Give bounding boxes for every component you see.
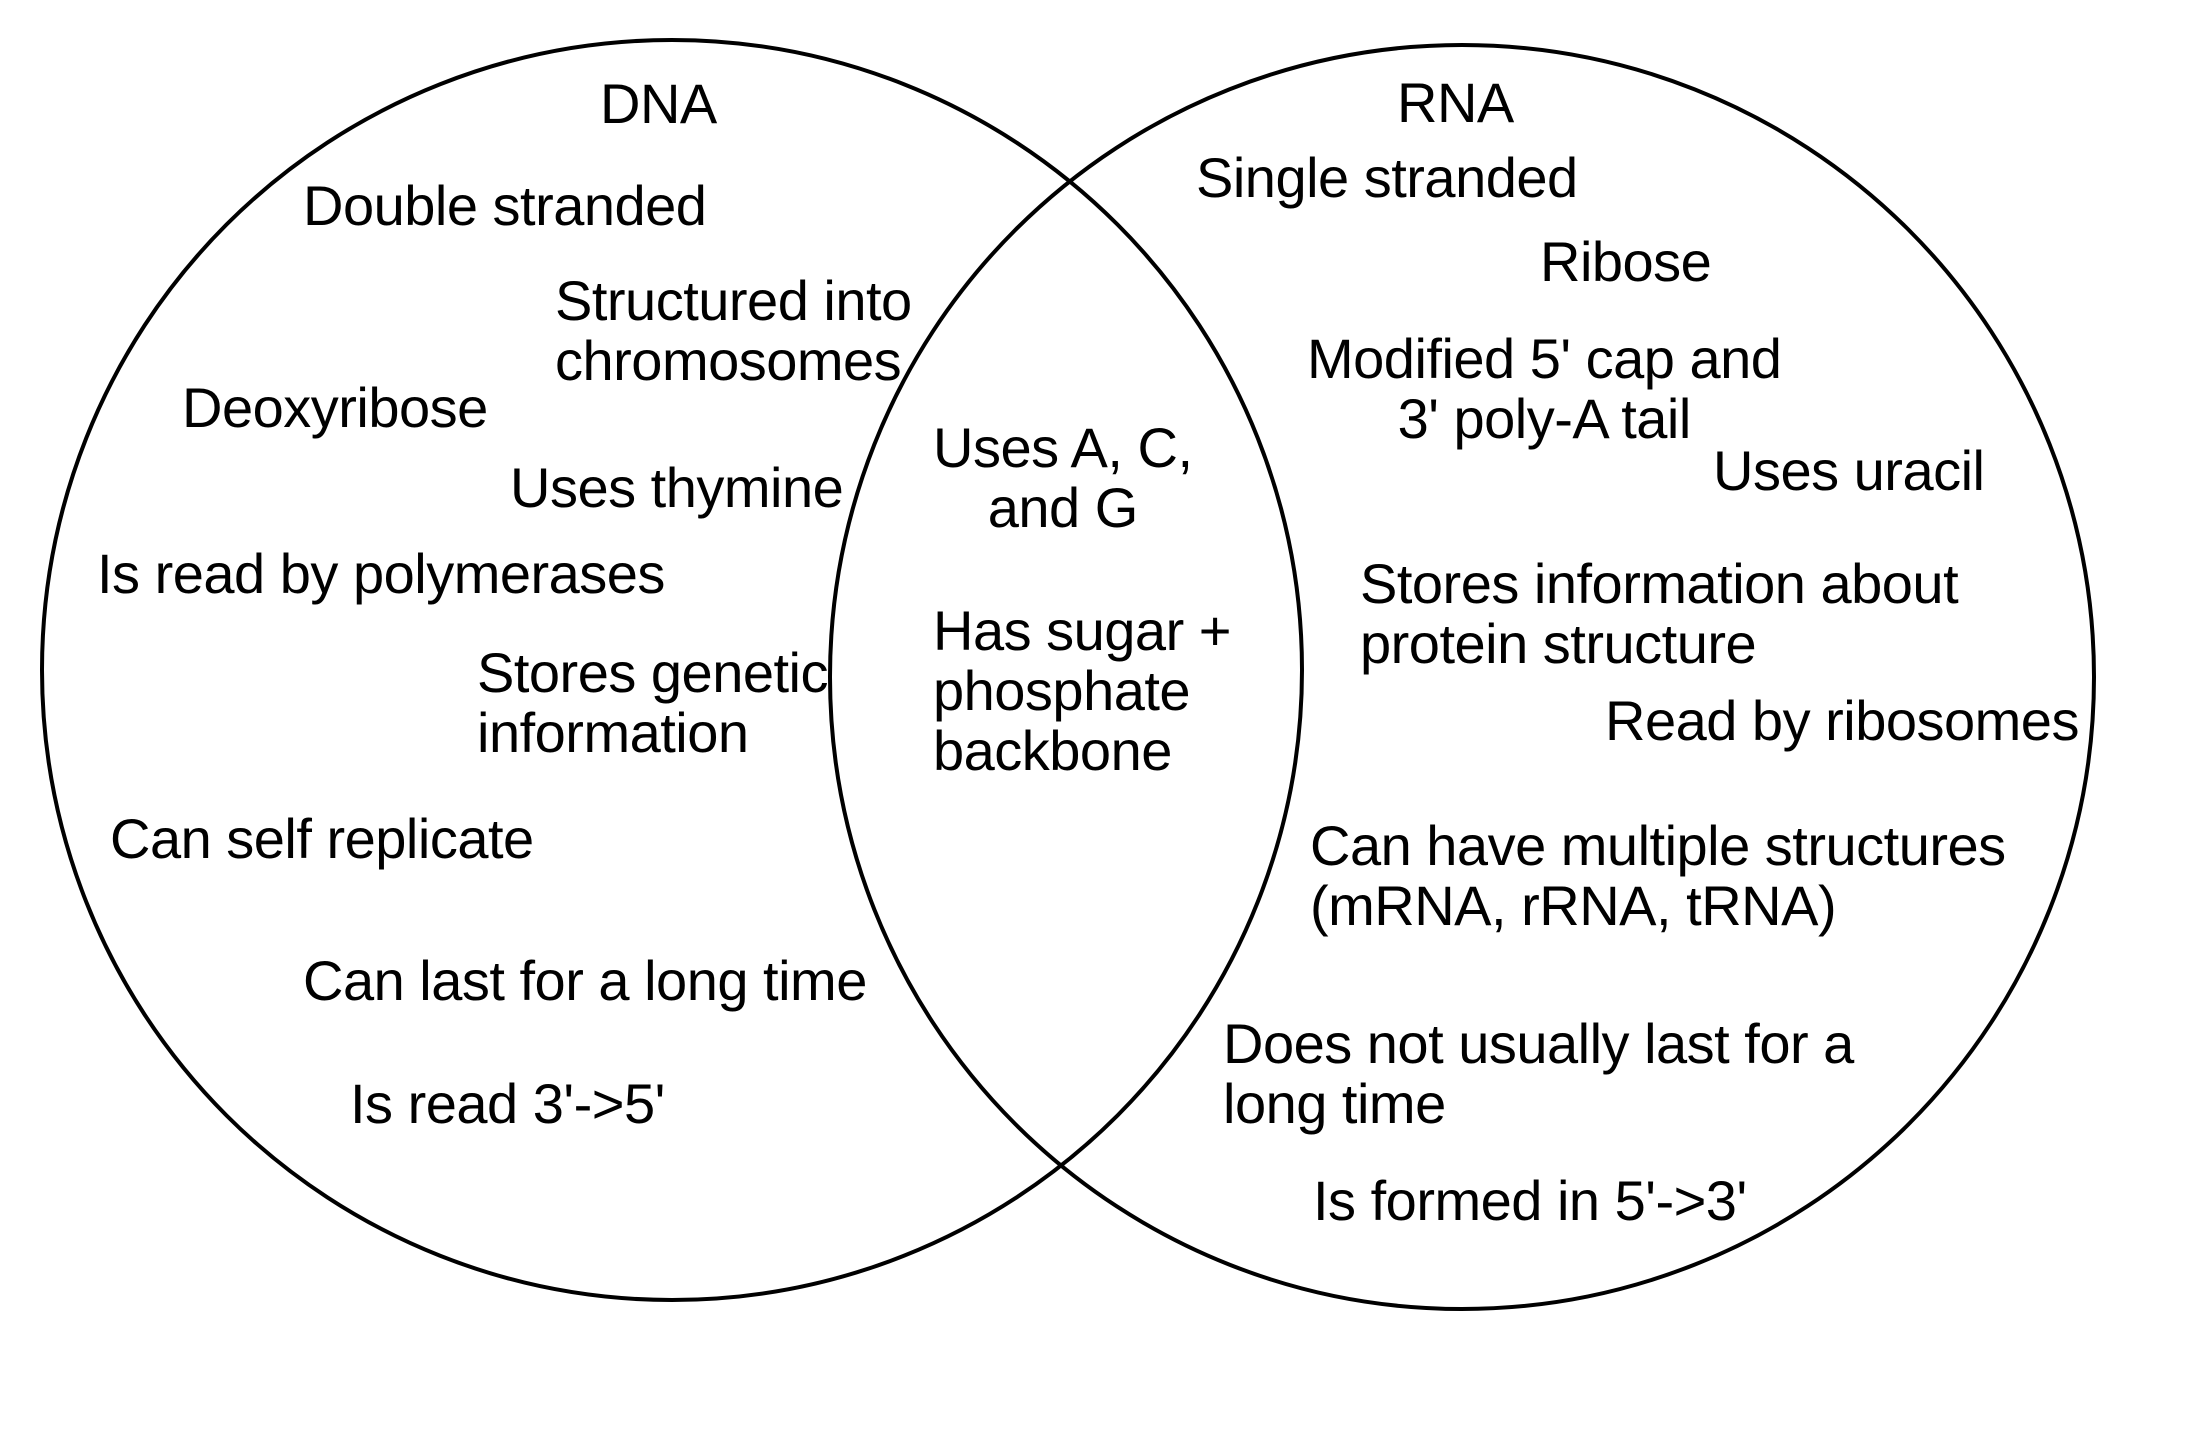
dna-item-can-self-replicate: Can self replicate (110, 807, 534, 870)
rna-item-does-not-last-long: Does not usually last for a long time (1223, 1012, 1854, 1135)
shared-item-sugar-phosphate-backbone: Has sugar + phosphate backbone (933, 599, 1232, 782)
dna-item-can-last-long-time: Can last for a long time (303, 949, 867, 1012)
rna-item-multiple-structures: Can have multiple structures (mRNA, rRNA… (1310, 814, 2006, 937)
dna-item-structured-into-chromosomes: Structured into chromosomes (555, 269, 912, 392)
rna-item-stores-protein-structure-info: Stores information about protein structu… (1360, 552, 1959, 675)
dna-title: DNA (600, 72, 717, 135)
dna-item-read-3-to-5: Is read 3'->5' (350, 1072, 665, 1135)
dna-item-double-stranded: Double stranded (303, 174, 707, 237)
shared-item-uses-a-c-g: Uses A, C, and G (933, 416, 1193, 539)
dna-item-read-by-polymerases: Is read by polymerases (97, 542, 665, 605)
rna-circle (828, 43, 2096, 1311)
rna-item-modified-cap-poly-a-tail: Modified 5' cap and 3' poly-A tail (1307, 327, 1782, 450)
rna-item-ribose: Ribose (1540, 230, 1712, 293)
dna-item-uses-thymine: Uses thymine (510, 456, 844, 519)
dna-item-stores-genetic-information: Stores genetic information (477, 641, 828, 764)
rna-item-formed-5-to-3: Is formed in 5'->3' (1313, 1169, 1747, 1232)
dna-item-deoxyribose: Deoxyribose (182, 376, 488, 439)
rna-item-single-stranded: Single stranded (1196, 146, 1578, 209)
rna-title: RNA (1397, 71, 1514, 134)
rna-item-uses-uracil: Uses uracil (1713, 439, 1985, 502)
rna-item-read-by-ribosomes: Read by ribosomes (1605, 689, 2079, 752)
